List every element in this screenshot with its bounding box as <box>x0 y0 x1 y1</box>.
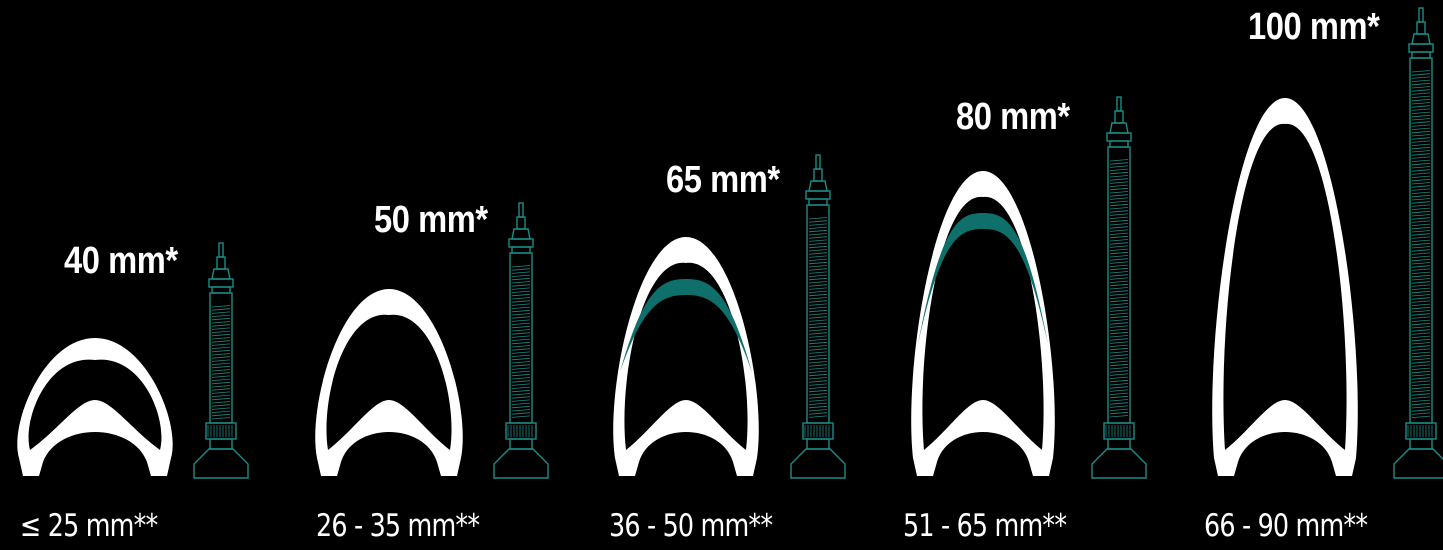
rim-depth-label-3: 36 - 50 mm** <box>609 508 773 544</box>
valve-extender-band <box>918 213 1048 345</box>
valve-extender-band <box>620 279 752 373</box>
rim-profile-icon <box>17 338 173 476</box>
rim-profile-icon <box>911 171 1055 476</box>
rim-profile-icon <box>315 289 463 476</box>
presta-valve-icon <box>193 242 249 479</box>
valve-length-label-5: 100 mm* <box>1248 6 1380 48</box>
presta-valve-icon <box>493 202 549 479</box>
presta-valve-icon <box>1393 7 1443 479</box>
presta-valve-icon <box>790 154 846 479</box>
valve-length-label-4: 80 mm* <box>956 96 1070 138</box>
valve-length-label-2: 50 mm* <box>374 199 488 241</box>
rim-depth-label-1: ≤ 25 mm** <box>20 508 158 544</box>
rim-depth-label-5: 66 - 90 mm** <box>1204 508 1368 544</box>
presta-valve-icon <box>1091 96 1147 479</box>
valve-length-label-3: 65 mm* <box>666 159 780 201</box>
rim-depth-label-2: 26 - 35 mm** <box>316 508 480 544</box>
rim-profile-icon <box>613 237 759 476</box>
rim-depth-label-4: 51 - 65 mm** <box>903 508 1067 544</box>
rim-profile-icon <box>1212 98 1358 476</box>
valve-length-label-1: 40 mm* <box>64 240 178 282</box>
